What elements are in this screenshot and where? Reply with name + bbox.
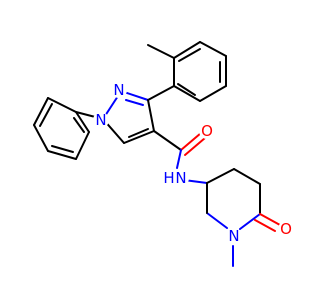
bond bbox=[239, 213, 261, 230]
label-background bbox=[93, 112, 109, 128]
chemical-structure-diagram: N N N H O N O bbox=[33, 41, 294, 267]
bond bbox=[254, 219, 276, 232]
bond bbox=[177, 83, 196, 96]
bond bbox=[33, 124, 49, 152]
bond bbox=[259, 213, 281, 226]
bond bbox=[178, 48, 201, 62]
bond bbox=[47, 150, 77, 160]
bond bbox=[75, 131, 90, 160]
atom-label-layer: N N N H O N O bbox=[93, 81, 294, 245]
bond bbox=[199, 85, 227, 102]
bond bbox=[173, 41, 201, 59]
bond bbox=[147, 44, 175, 59]
bond bbox=[199, 41, 227, 57]
bond bbox=[128, 128, 149, 138]
atom-label-n-amide: N bbox=[175, 169, 186, 187]
bond bbox=[206, 168, 235, 184]
atom-label-n-pyrazole-1: N bbox=[113, 81, 124, 99]
bond bbox=[147, 99, 155, 132]
label-background bbox=[173, 170, 189, 186]
bond bbox=[125, 99, 144, 106]
label-background bbox=[199, 123, 215, 139]
bond-layer bbox=[33, 41, 281, 267]
label-background bbox=[111, 82, 127, 98]
bond bbox=[184, 137, 206, 156]
bond bbox=[173, 85, 201, 102]
label-background bbox=[162, 171, 176, 185]
bond bbox=[51, 145, 74, 153]
bond bbox=[147, 85, 175, 101]
bond bbox=[206, 212, 228, 229]
bond bbox=[123, 130, 155, 144]
bond bbox=[123, 91, 149, 101]
atom-label-n-piperidinone: N bbox=[228, 227, 239, 245]
bond bbox=[47, 97, 77, 113]
bond bbox=[33, 97, 49, 126]
atom-label-o-amide: O bbox=[201, 122, 213, 140]
bond bbox=[75, 111, 90, 133]
bond bbox=[180, 132, 202, 151]
bond bbox=[233, 168, 261, 185]
atom-label-h-amide: H bbox=[163, 169, 174, 187]
atom-label-o-lactam: O bbox=[280, 220, 292, 238]
bond bbox=[73, 117, 85, 133]
label-background bbox=[226, 228, 242, 244]
label-background bbox=[278, 221, 294, 237]
bond bbox=[153, 130, 182, 151]
bond bbox=[176, 149, 182, 169]
bond bbox=[39, 103, 53, 127]
atom-label-n-pyrazole-2: N bbox=[95, 111, 106, 129]
